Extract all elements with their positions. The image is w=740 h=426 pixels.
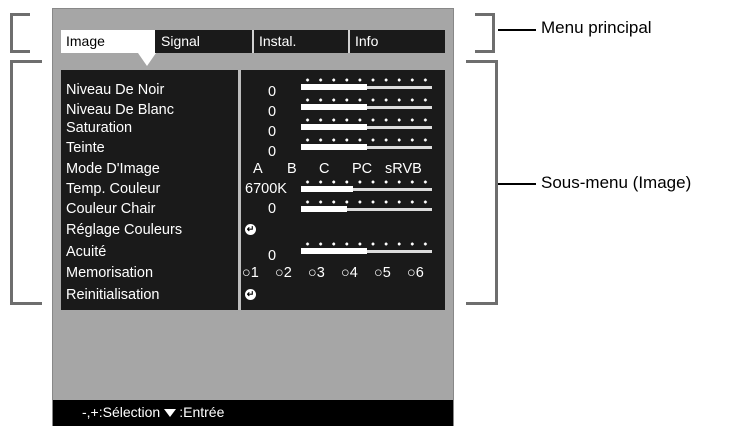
slider-fill [301, 186, 354, 192]
callout-menu-principal: Menu principal [541, 18, 652, 37]
slider-fill [301, 84, 367, 90]
item-mode-image[interactable]: Mode D'Image [66, 161, 160, 177]
tab-separator [252, 30, 254, 53]
active-tab-pointer-icon [138, 53, 156, 66]
tab-instal[interactable]: Instal. [259, 33, 297, 49]
tab-signal[interactable]: Signal [161, 33, 200, 49]
memory-slot-4[interactable]: ○4 [341, 265, 358, 281]
slider-fill [301, 104, 367, 110]
memory-slot-3[interactable]: ○3 [308, 265, 325, 281]
callout-line-submenu [498, 183, 536, 185]
footer-help-bar: -,+:Sélection :Entrée [53, 400, 453, 426]
submenu-panel: Niveau De Noir 0 Niveau De Blanc 0 Satur… [61, 70, 445, 310]
panel-divider [238, 70, 241, 310]
option-mode-pc[interactable]: PC [352, 161, 373, 177]
left-bracket-menu [10, 13, 30, 53]
option-mode-c[interactable]: C [319, 161, 330, 177]
slider-couleur-chair[interactable] [301, 200, 432, 213]
slider-temp-couleur[interactable] [301, 180, 432, 193]
callout-sous-menu: Sous-menu (Image) [541, 173, 692, 192]
main-menu-tabs: Image Signal Instal. Info [61, 30, 445, 53]
tab-info[interactable]: Info [355, 33, 379, 49]
footer-select-hint: -,+:Sélection [82, 404, 161, 420]
right-bracket-submenu [466, 60, 498, 305]
slider-acuite[interactable] [301, 242, 432, 255]
slider-fill [301, 206, 347, 212]
slider-teinte[interactable] [301, 138, 432, 151]
radio-circle-icon: ○ [374, 265, 383, 281]
item-saturation[interactable]: Saturation [66, 120, 133, 136]
left-bracket-submenu [10, 60, 42, 305]
memory-slot-2[interactable]: ○2 [275, 265, 292, 281]
footer-help-text: -,+:Sélection :Entrée [82, 404, 224, 420]
memory-slot-5[interactable]: ○5 [374, 265, 391, 281]
option-mode-srvb[interactable]: sRVB [385, 161, 422, 177]
radio-circle-icon: ○ [308, 265, 317, 281]
radio-circle-icon: ○ [242, 265, 251, 281]
radio-circle-icon: ○ [341, 265, 350, 281]
value-acuite: 0 [268, 248, 277, 264]
item-acuite[interactable]: Acuité [66, 244, 107, 260]
memory-slot-1[interactable]: ○1 [242, 265, 259, 281]
item-niveau-noir[interactable]: Niveau De Noir [66, 82, 165, 98]
value-niveau-noir: 0 [268, 84, 277, 100]
item-couleur-chair[interactable]: Couleur Chair [66, 201, 156, 217]
right-bracket-menu [475, 13, 495, 53]
value-couleur-chair: 0 [268, 201, 277, 217]
triangle-down-icon [164, 408, 177, 417]
value-niveau-blanc: 0 [268, 104, 277, 120]
item-reglage-couleurs[interactable]: Réglage Couleurs [66, 222, 183, 238]
item-teinte[interactable]: Teinte [66, 140, 105, 156]
value-temp-couleur: 6700K [245, 181, 287, 197]
item-reinitialisation[interactable]: Reinitialisation [66, 287, 160, 303]
value-saturation: 0 [268, 124, 277, 140]
enter-return-icon[interactable]: ↵ [245, 224, 256, 235]
slider-saturation[interactable] [301, 118, 432, 131]
callout-line-menu [498, 29, 536, 31]
slider-niveau-noir[interactable] [301, 78, 432, 91]
osd-menu: Image Signal Instal. Info Niveau De Noir… [52, 8, 454, 426]
item-temp-couleur[interactable]: Temp. Couleur [66, 181, 161, 197]
option-mode-b[interactable]: B [287, 161, 297, 177]
slider-fill [301, 124, 367, 130]
tab-separator [348, 30, 350, 53]
radio-circle-icon: ○ [275, 265, 284, 281]
radio-circle-icon: ○ [407, 265, 416, 281]
slider-fill [301, 248, 367, 254]
item-niveau-blanc[interactable]: Niveau De Blanc [66, 102, 174, 118]
slider-fill [301, 144, 367, 150]
enter-return-icon[interactable]: ↵ [245, 289, 256, 300]
option-mode-a[interactable]: A [253, 161, 263, 177]
value-teinte: 0 [268, 144, 277, 160]
tab-image[interactable]: Image [61, 30, 155, 53]
item-memorisation[interactable]: Memorisation [66, 265, 154, 281]
slider-niveau-blanc[interactable] [301, 98, 432, 111]
memory-slot-6[interactable]: ○6 [407, 265, 424, 281]
footer-enter-hint: :Entrée [179, 404, 225, 420]
